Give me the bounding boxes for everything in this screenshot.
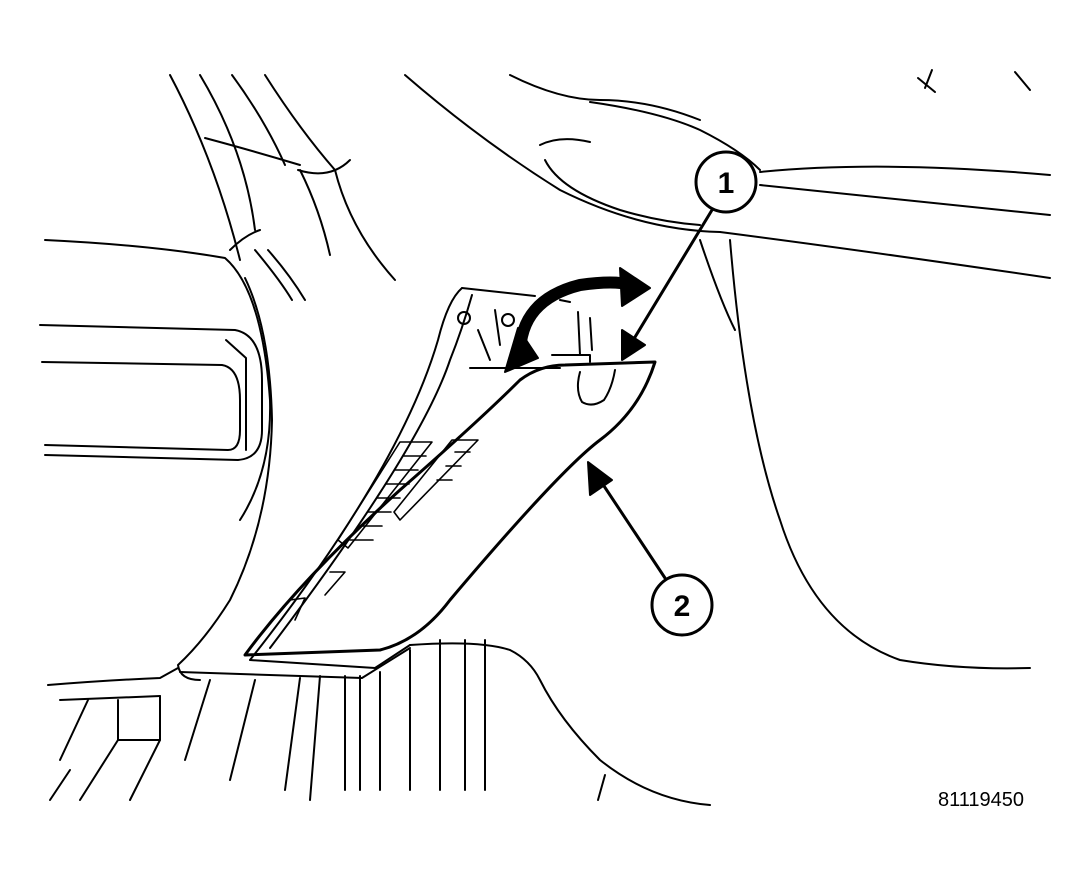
callout-2: 2 <box>650 573 714 637</box>
left-vent <box>39 239 272 521</box>
callout-2-leader <box>587 461 667 580</box>
rotation-arrow <box>504 267 651 373</box>
steering-column-shroud <box>169 74 396 301</box>
callout-2-label: 2 <box>674 590 691 623</box>
fuse-panel-opening <box>179 287 593 679</box>
floor-contours <box>344 639 711 806</box>
dash-contours <box>404 69 1051 279</box>
fuse-rows <box>289 439 479 621</box>
lower-trim <box>47 277 321 801</box>
callout-1-leader <box>621 208 714 361</box>
figure-id: 81119450 <box>938 789 1025 811</box>
callout-1: 1 <box>694 150 758 214</box>
side-panel <box>699 239 1031 670</box>
cover-panel <box>243 360 657 657</box>
callout-1-label: 1 <box>718 167 735 200</box>
